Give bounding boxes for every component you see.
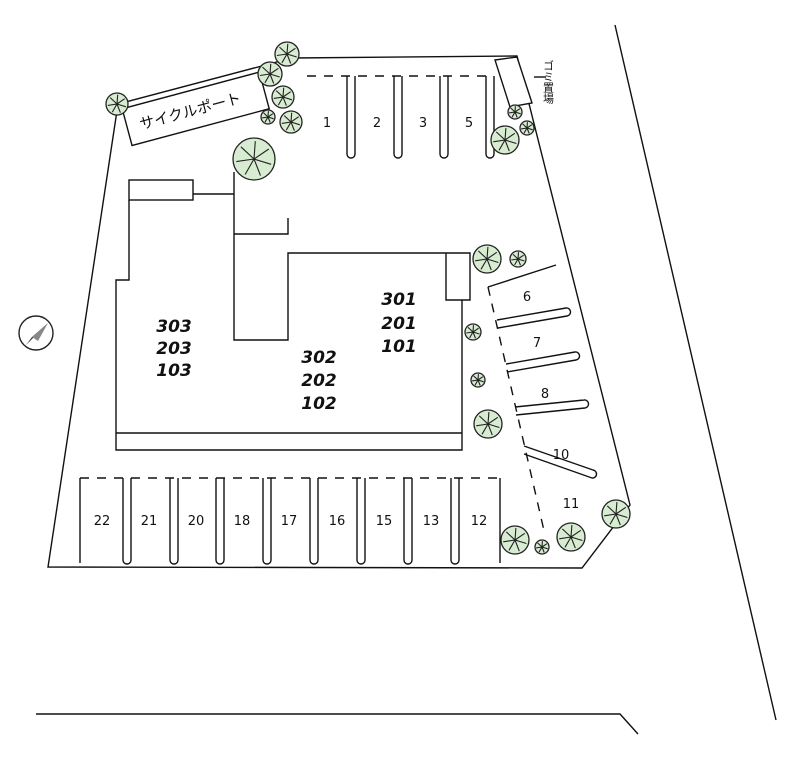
parking-spot-13: 13 xyxy=(423,514,440,529)
garbage-label: ゴミ置場 xyxy=(542,59,555,105)
building-main xyxy=(115,200,463,451)
parking-spot-10: 10 xyxy=(553,448,570,463)
building-wing-right xyxy=(233,194,471,341)
parking-spot-2: 2 xyxy=(373,116,381,131)
tree-icon xyxy=(534,539,550,555)
tree-icon xyxy=(232,137,276,181)
tree-icon xyxy=(556,522,586,552)
room-201: 201 xyxy=(381,314,417,334)
garbage-station xyxy=(494,56,533,108)
road-edge-south xyxy=(36,713,639,735)
room-202: 202 xyxy=(301,371,337,391)
building-stair xyxy=(234,218,289,235)
tree-icon xyxy=(274,41,300,67)
tree-icon xyxy=(279,110,303,134)
tree-icon xyxy=(470,372,486,388)
room-303: 303 xyxy=(156,317,192,337)
tree-icon xyxy=(519,120,535,136)
parking-spot-1: 1 xyxy=(323,116,331,131)
tree-icon xyxy=(509,250,527,268)
parking-top: 1 2 3 5 xyxy=(307,75,495,159)
room-301: 301 xyxy=(381,290,417,310)
parking-spot-11: 11 xyxy=(563,497,580,512)
trees xyxy=(105,41,631,555)
parking-spot-17: 17 xyxy=(281,514,298,529)
tree-icon xyxy=(490,125,520,155)
parking-spot-22: 22 xyxy=(94,514,111,529)
road-edge-east xyxy=(614,24,777,721)
building-annex xyxy=(128,179,194,201)
room-102: 102 xyxy=(301,394,337,414)
parking-spot-6: 6 xyxy=(523,290,531,305)
tree-icon xyxy=(271,85,295,109)
parking-spot-20: 20 xyxy=(188,514,205,529)
parking-spot-21: 21 xyxy=(141,514,158,529)
parking-bottom: 22 21 20 18 17 16 15 13 12 xyxy=(79,477,501,565)
room-302: 302 xyxy=(301,348,337,368)
parking-spot-12: 12 xyxy=(471,514,488,529)
tree-icon xyxy=(500,525,530,555)
parking-spot-8: 8 xyxy=(541,387,549,402)
tree-icon xyxy=(473,409,503,439)
room-group-left: 303 203 103 xyxy=(156,317,192,381)
tree-icon xyxy=(507,104,523,120)
tree-icon xyxy=(260,109,276,125)
room-group-center: 302 202 102 xyxy=(301,348,337,414)
parking-spot-16: 16 xyxy=(329,514,346,529)
parking-spot-7: 7 xyxy=(533,336,541,351)
room-103: 103 xyxy=(156,361,192,381)
parking-spot-3: 3 xyxy=(419,116,427,131)
parking-right: 6 7 8 10 11 xyxy=(487,264,598,536)
parking-spot-18: 18 xyxy=(234,514,251,529)
north-arrow-icon xyxy=(18,315,54,351)
tree-icon xyxy=(601,499,631,529)
parking-spot-15: 15 xyxy=(376,514,393,529)
room-203: 203 xyxy=(156,339,192,359)
tree-icon xyxy=(257,61,283,87)
parking-spot-5: 5 xyxy=(465,116,473,131)
tree-icon xyxy=(472,244,502,274)
tree-icon xyxy=(105,92,129,116)
tree-icon xyxy=(464,323,482,341)
room-group-right: 301 201 101 xyxy=(381,290,417,357)
room-101: 101 xyxy=(381,337,417,357)
